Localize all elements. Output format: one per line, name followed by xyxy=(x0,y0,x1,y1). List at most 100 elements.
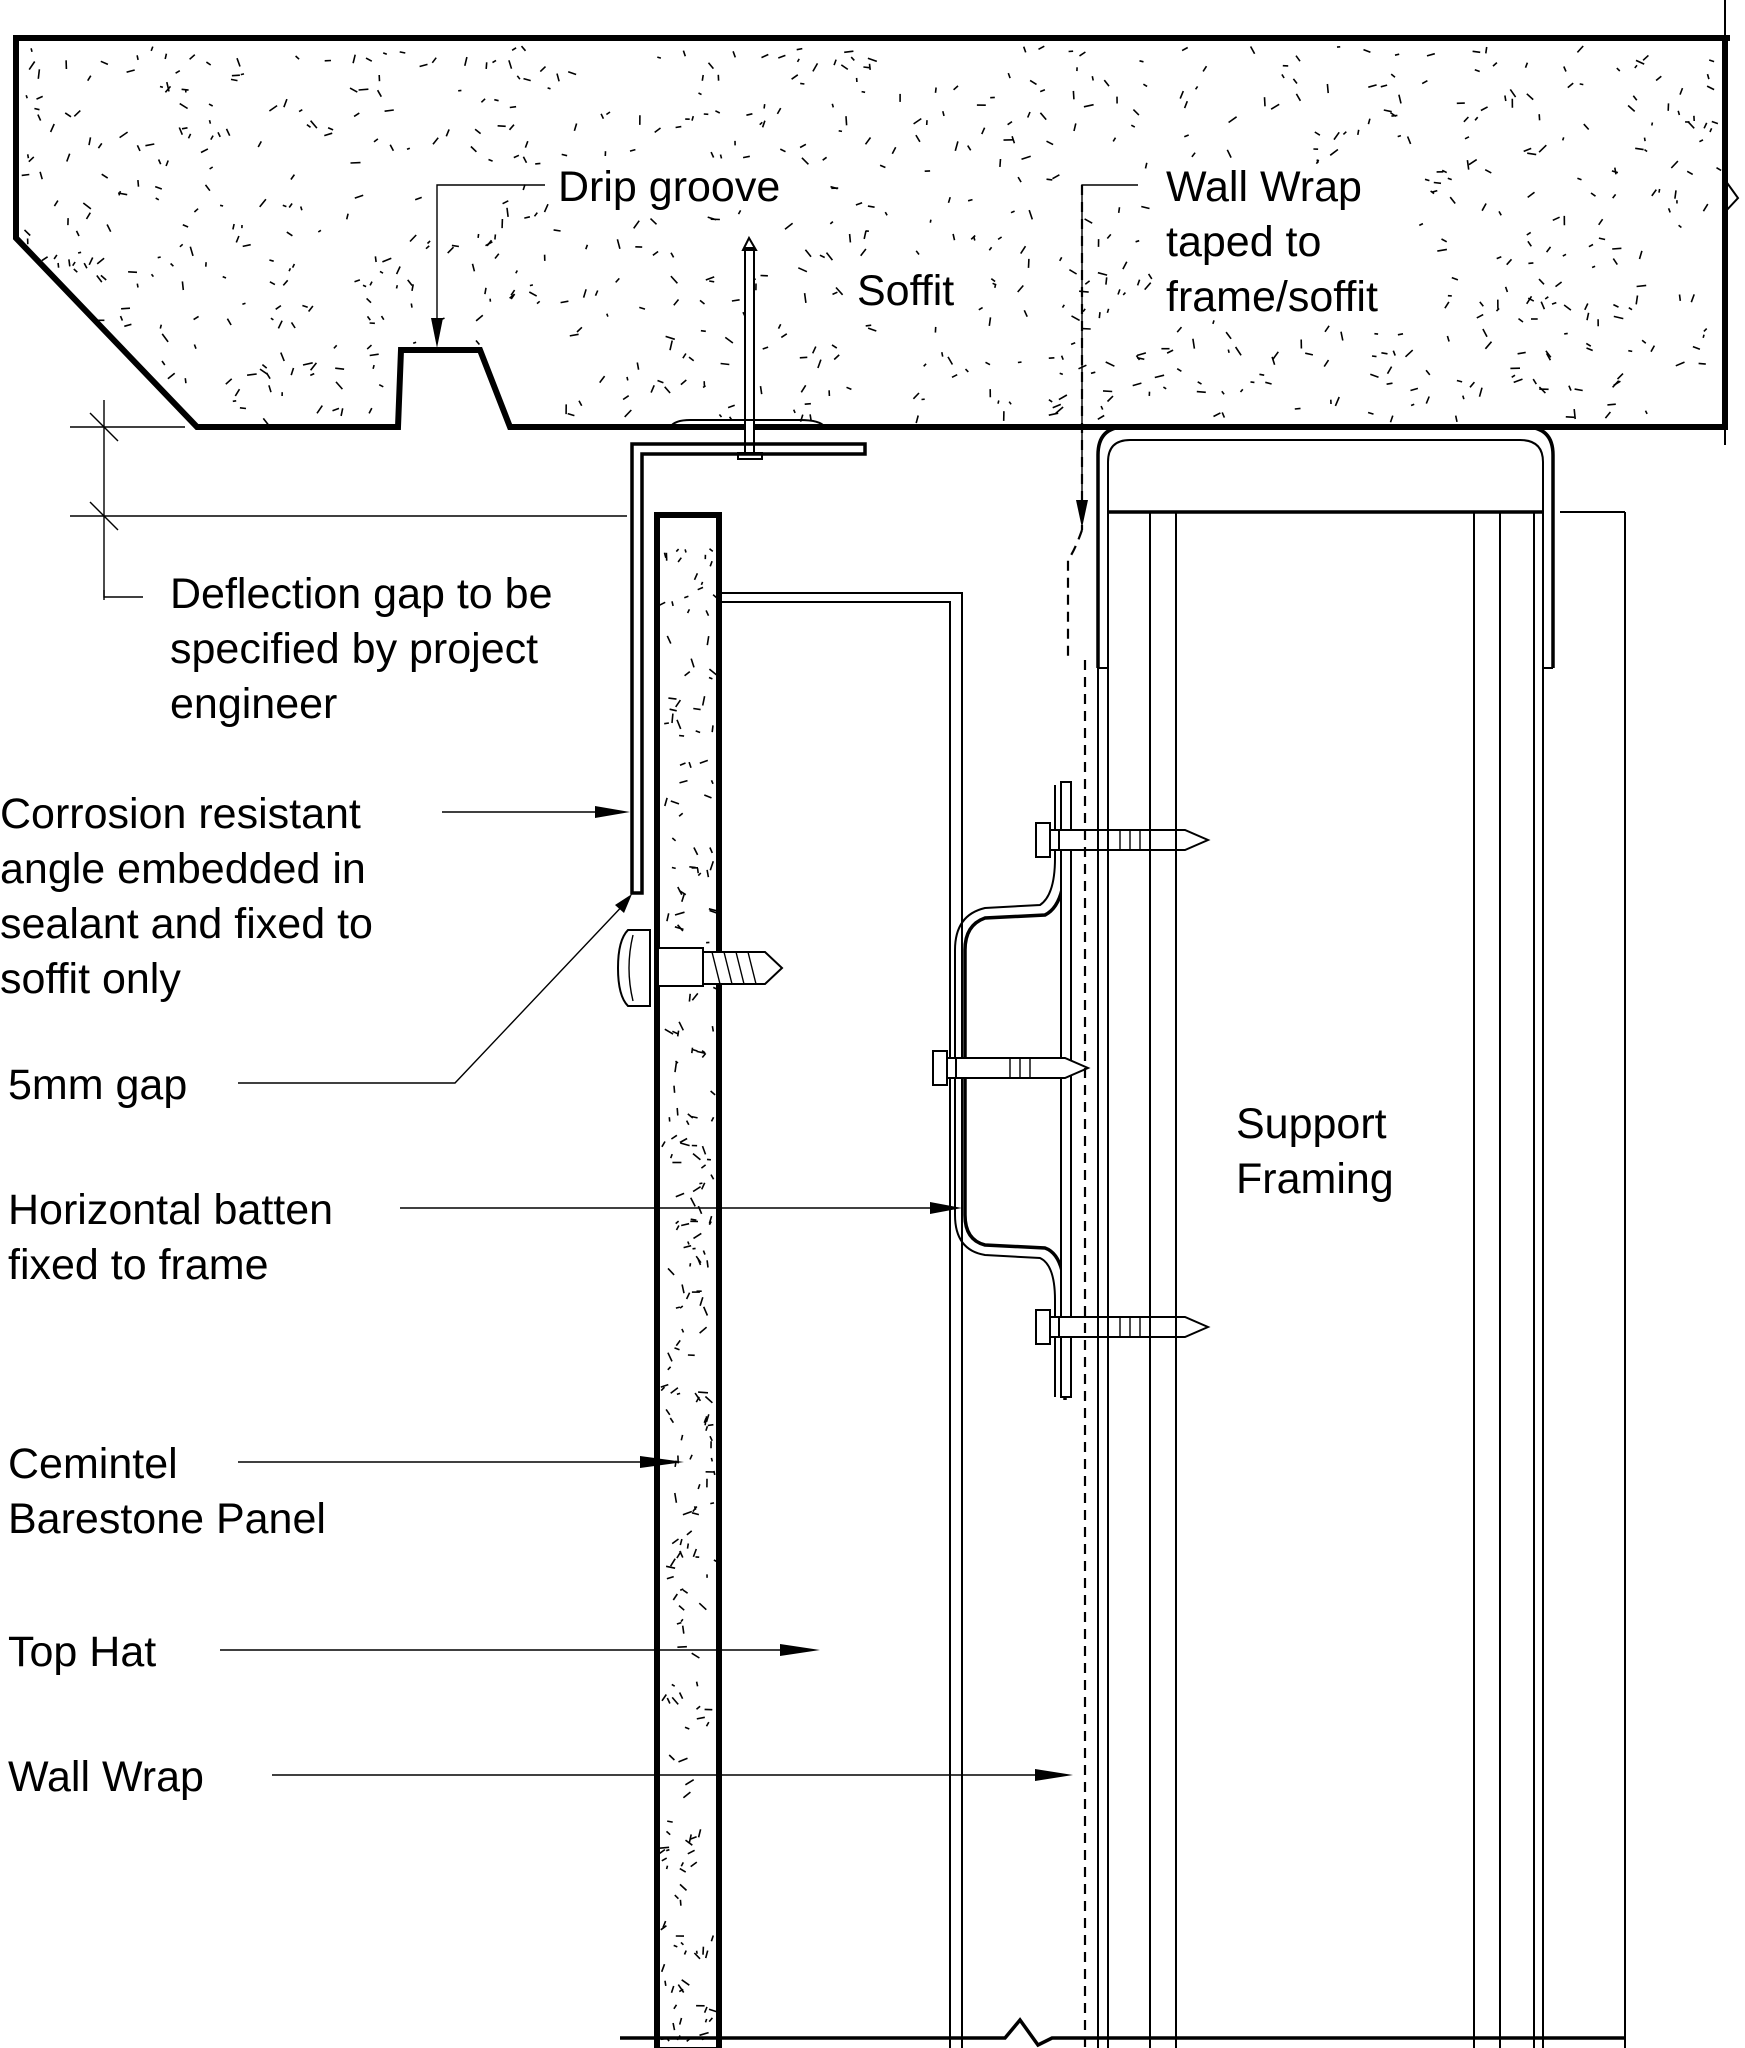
hatch-mark xyxy=(687,1849,695,1855)
hatch-mark xyxy=(678,2017,683,2025)
hatch-mark xyxy=(1090,371,1096,375)
hatch-mark xyxy=(710,1174,715,1180)
hatch-mark xyxy=(161,360,166,366)
labels: Drip groove Soffit Wall Wrap taped to fr… xyxy=(0,163,1394,1801)
hatch-mark xyxy=(543,203,549,213)
hatch-mark xyxy=(1635,59,1645,65)
hatch-mark xyxy=(464,56,468,66)
hatch-mark xyxy=(624,409,632,418)
hatch-mark xyxy=(379,270,384,274)
hatch-mark xyxy=(701,74,704,81)
hatch-mark xyxy=(695,1705,701,1710)
hatch-mark xyxy=(1509,88,1517,98)
hatch-mark xyxy=(136,283,139,288)
hatch-mark xyxy=(121,307,131,310)
hatch-mark xyxy=(671,1696,679,1705)
hatch-mark xyxy=(1249,46,1256,55)
hatch-mark xyxy=(34,107,40,111)
hatch-mark xyxy=(68,259,71,267)
hatch-mark xyxy=(349,87,358,93)
hatch-mark xyxy=(1456,379,1463,383)
hatch-mark xyxy=(675,125,682,129)
hatch-mark xyxy=(622,395,630,401)
batten-screw-lower xyxy=(1035,1309,1211,1345)
hatch-mark xyxy=(471,263,476,272)
hatch-mark xyxy=(567,70,577,76)
hatch-mark xyxy=(380,315,385,321)
hatch-mark xyxy=(1070,342,1076,346)
hatch-mark xyxy=(425,245,430,250)
hatch-mark xyxy=(509,105,517,109)
hatch-mark xyxy=(654,127,661,134)
hatch-mark xyxy=(1144,282,1152,291)
hatch-mark xyxy=(929,219,932,223)
hatch-mark xyxy=(447,246,455,254)
hatch-mark xyxy=(474,128,482,135)
hatch-mark xyxy=(1342,131,1347,135)
hatch-mark xyxy=(599,375,606,384)
hatch-mark xyxy=(72,261,76,267)
hatch-mark xyxy=(290,174,296,180)
hatch-mark xyxy=(358,88,369,91)
hatch-mark xyxy=(1122,261,1128,270)
hatch-mark xyxy=(1117,289,1121,295)
hatch-mark xyxy=(1192,338,1196,349)
hatch-mark xyxy=(791,74,799,80)
hatch-mark xyxy=(576,326,583,333)
hatch-mark xyxy=(759,385,763,395)
label-angle-4: soffit only xyxy=(0,955,181,1003)
deflection-gap-dimension xyxy=(70,400,627,600)
hatch-mark xyxy=(706,869,710,878)
hatch-mark xyxy=(277,320,283,329)
hatch-mark xyxy=(1097,271,1108,276)
hatch-mark xyxy=(157,159,162,165)
hatch-mark xyxy=(511,47,517,51)
hatch-mark xyxy=(679,1588,684,1592)
hatch-mark xyxy=(268,385,272,393)
hatch-mark xyxy=(780,333,788,339)
hatch-mark xyxy=(1162,386,1167,390)
hatch-mark xyxy=(704,1395,713,1404)
hatch-mark xyxy=(833,59,837,66)
hatch-mark xyxy=(516,75,521,80)
hatch-mark xyxy=(66,153,71,162)
hatch-mark xyxy=(1091,76,1094,81)
hatch-mark xyxy=(702,385,706,389)
hatch-mark xyxy=(681,1979,690,1986)
hatch-mark xyxy=(650,384,655,393)
hatch-mark xyxy=(659,1846,670,1849)
hatch-mark xyxy=(867,205,875,208)
hatch-mark xyxy=(157,256,161,259)
hatch-mark xyxy=(711,1025,715,1032)
hatch-mark xyxy=(693,847,699,856)
hatch-mark xyxy=(652,250,659,256)
hatch-mark xyxy=(679,1899,682,1906)
hatch-mark xyxy=(676,1621,682,1625)
hatch-mark xyxy=(368,407,373,414)
hatch-mark xyxy=(699,759,709,764)
hatch-mark xyxy=(864,137,872,145)
hatch-mark xyxy=(1702,203,1709,212)
hatch-mark xyxy=(1479,301,1484,307)
hatch-mark xyxy=(670,252,675,258)
hatch-mark xyxy=(660,1383,669,1388)
hatch-mark xyxy=(1333,131,1340,141)
hatch-mark xyxy=(660,1386,666,1392)
hatch-mark xyxy=(369,353,379,357)
hatch-mark xyxy=(697,586,704,591)
hatch-mark xyxy=(53,200,59,207)
hatch-mark xyxy=(166,81,170,92)
hatch-mark xyxy=(1513,378,1523,384)
leader-batten xyxy=(400,1202,962,1214)
hatch-mark xyxy=(990,278,996,283)
hatch-mark xyxy=(1538,278,1545,285)
hatch-mark xyxy=(327,127,334,131)
hatch-mark xyxy=(366,297,372,304)
hatch-mark xyxy=(1367,411,1374,415)
hatch-mark xyxy=(1583,123,1590,131)
hatch-mark xyxy=(569,333,579,337)
hatch-mark xyxy=(706,1260,709,1268)
hatch-mark xyxy=(1103,79,1110,87)
hatch-mark xyxy=(1102,390,1113,393)
hatch-mark xyxy=(681,1625,685,1634)
